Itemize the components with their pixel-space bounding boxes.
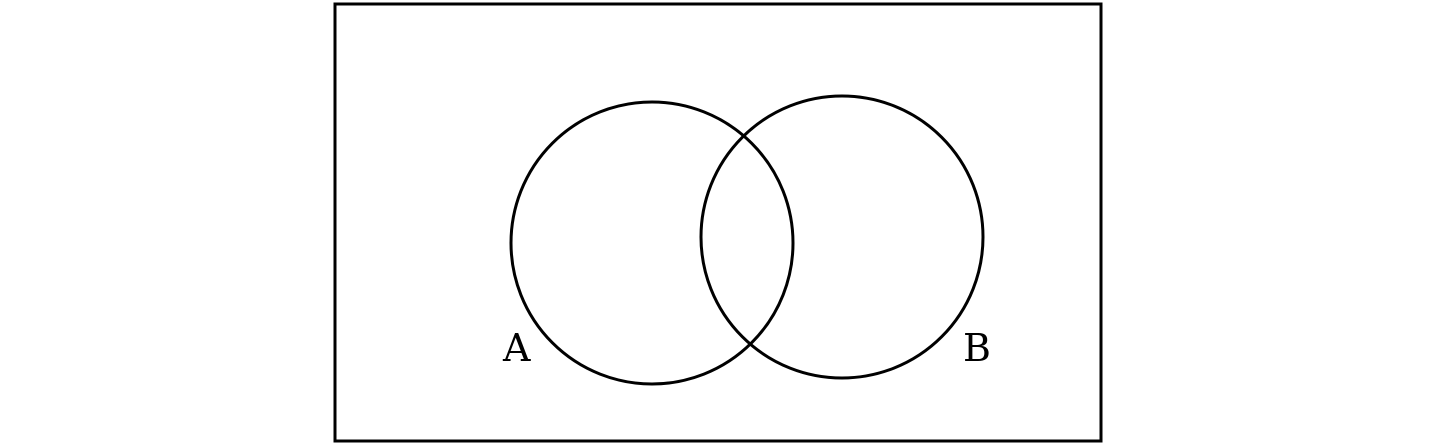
set-a-circle bbox=[509, 100, 795, 386]
set-b-label: B bbox=[963, 326, 991, 370]
universal-set-rectangle bbox=[333, 2, 1103, 443]
set-a-label: A bbox=[502, 326, 531, 370]
set-b-circle bbox=[699, 94, 985, 380]
